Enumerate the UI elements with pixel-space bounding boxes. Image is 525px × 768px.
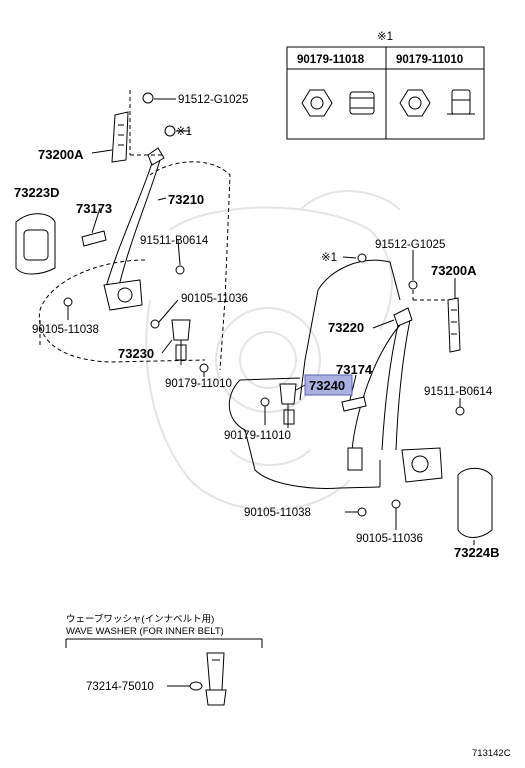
label-73224b[interactable]: 73224B	[454, 545, 500, 560]
right-seat-outline	[228, 259, 401, 489]
table-header-1: 90179-11018	[297, 54, 365, 66]
label-90105-11036-left[interactable]: 90105-11036	[181, 293, 248, 305]
right-cover-73224B	[457, 467, 493, 538]
label-90105-11038-right[interactable]: 90105-11038	[244, 507, 311, 519]
flange-nut-side-icon	[447, 89, 475, 115]
table-header-2: 90179-11010	[396, 54, 463, 66]
label-73223d[interactable]: 73223D	[14, 185, 60, 200]
inner-belt-buckle	[205, 652, 227, 706]
label-73230[interactable]: 73230	[118, 346, 154, 361]
label-73173[interactable]: 73173	[76, 201, 112, 216]
flange-nut-icon	[399, 89, 431, 117]
label-90179-11010-lower[interactable]: 90179-11010	[224, 430, 291, 442]
label-91511-b0614-left[interactable]: 91511-B0614	[140, 235, 209, 247]
left-nut-top	[164, 125, 176, 137]
left-seat-outline	[38, 161, 231, 371]
watermark-emblem	[145, 190, 401, 511]
label-73200a-right[interactable]: 73200A	[431, 263, 477, 278]
left-cover-73223D	[15, 213, 56, 275]
inset-title-en: WAVE WASHER (FOR INNER BELT)	[66, 626, 224, 637]
label-91511-b0614-right[interactable]: 91511-B0614	[424, 386, 493, 398]
label-73220[interactable]: 73220	[328, 320, 364, 335]
right-cover-73174	[341, 396, 367, 412]
right-anchor-bracket	[447, 297, 461, 353]
label-73214-75010[interactable]: 73214-75010	[86, 681, 154, 693]
right-belt-assembly	[347, 307, 443, 483]
inset-title-jp: ウェーブワッシャ(インナベルト用)	[66, 613, 214, 625]
leader-lines	[67, 98, 475, 545]
diagram-code: 713142C	[472, 748, 511, 759]
label-73174[interactable]: 73174	[336, 362, 373, 377]
left-belt-assembly	[103, 147, 165, 311]
nut-icon	[301, 89, 333, 117]
right-bolts	[260, 253, 465, 517]
label-73200a-left[interactable]: 73200A	[38, 147, 84, 162]
right-buckle-73240	[279, 383, 297, 428]
left-anchor-bracket	[111, 111, 129, 163]
label-90105-11036-right[interactable]: 90105-11036	[356, 533, 423, 545]
label-73210[interactable]: 73210	[168, 192, 204, 207]
label-91512-g1025-right[interactable]: 91512-G1025	[375, 239, 445, 251]
nut-side-icon	[349, 91, 375, 115]
highlight-box-73240	[304, 374, 353, 396]
label-note-left: ※1	[176, 126, 192, 138]
wave-washer-icon	[189, 681, 203, 691]
label-91512-g1025-left[interactable]: 91512-G1025	[178, 94, 248, 106]
label-note-right: ※1	[321, 252, 337, 264]
label-90179-11010-upper[interactable]: 90179-11010	[165, 378, 232, 390]
fastener-table: ※1 90179-11018 90179-11010	[286, 31, 485, 140]
label-90105-11038-left[interactable]: 90105-11038	[32, 324, 99, 336]
left-bolt-top	[142, 92, 154, 104]
left-bolts	[63, 265, 209, 373]
table-note: ※1	[377, 31, 393, 43]
left-cover-73173	[81, 230, 107, 247]
wave-washer-inset: ウェーブワッシャ(インナベルト用) WAVE WASHER (FOR INNER…	[65, 613, 263, 706]
left-buckle-73230	[171, 319, 191, 365]
label-73240[interactable]: 73240	[309, 378, 345, 393]
